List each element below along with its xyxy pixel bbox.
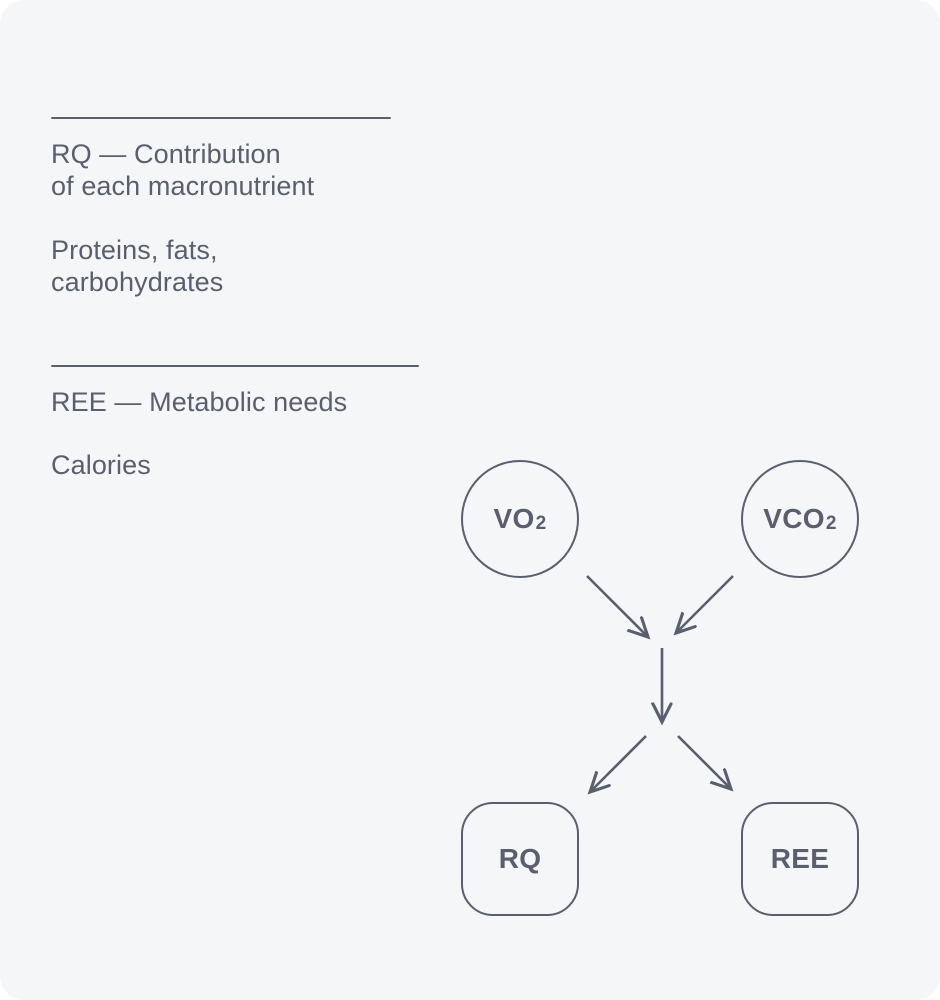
node-rq[interactable]: RQ: [461, 802, 579, 916]
node-vco2-label: VCO: [763, 503, 825, 534]
arrow-split-to-ree: [677, 735, 731, 789]
rq-title-text: RQ — Contribution of each macronutrient: [51, 139, 315, 201]
node-ree-label: REE: [770, 843, 830, 874]
node-vco2-subscript: 2: [825, 513, 837, 534]
arrow-split-to-rq: [590, 735, 647, 792]
node-vo2-subscript: 2: [535, 513, 547, 534]
node-vo2-label: VO: [493, 503, 535, 534]
section-divider-ree: [51, 365, 419, 367]
node-ree[interactable]: REE: [741, 802, 859, 916]
arrow-vco2-to-junction: [676, 575, 734, 633]
ree-title-text: REE — Metabolic needs: [51, 387, 348, 417]
arrow-vo2-to-junction: [586, 575, 648, 637]
ree-subtitle-text: Calories: [51, 450, 151, 480]
section-divider-rq: [51, 117, 391, 119]
node-rq-label: RQ: [498, 843, 542, 874]
rq-subtitle-text: Proteins, fats, carbohydrates: [51, 235, 224, 297]
